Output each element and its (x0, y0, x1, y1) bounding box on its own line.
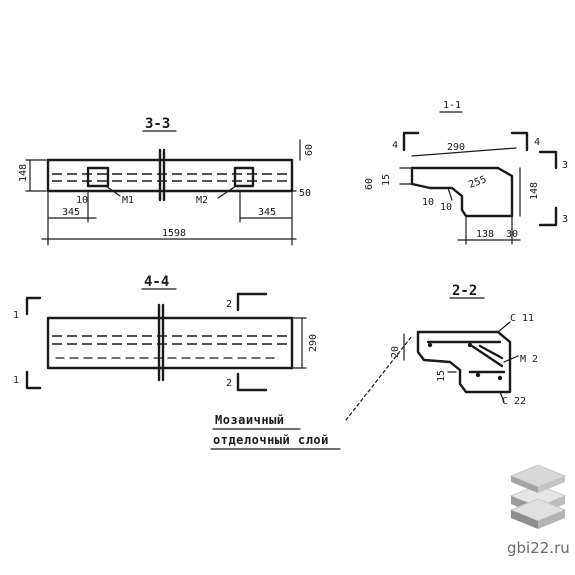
dim-148-label: 148 (529, 182, 540, 200)
dim-right-label: 345 (258, 207, 276, 218)
leader-m2-22 (503, 355, 519, 363)
rebar-dot-3 (475, 372, 481, 378)
embedded-plate-right (233, 166, 255, 188)
cut-marker-4-right (510, 131, 529, 152)
section-4-4-title: 4-4 (144, 274, 169, 290)
watermark: gbi22.ru (507, 464, 570, 557)
rebar-dot-4 (497, 375, 503, 381)
cut-marker-3-bottom (538, 206, 558, 227)
beam-4-4-outline (46, 316, 294, 370)
cut-marker-1-top-label: 1 (13, 310, 19, 321)
note-leader (345, 335, 413, 421)
dim-left-label: 60 (364, 178, 375, 190)
section-2-2: 2-2 С 11 М 2 С 22 20 15 (390, 283, 538, 407)
dim-bot1-label: 10 (422, 197, 434, 208)
cut-marker-3-top (538, 150, 558, 170)
dim-bot2-label: 10 (440, 202, 452, 213)
dim-total-label: 1598 (162, 228, 186, 239)
rebar-dot-1 (427, 342, 433, 348)
cut-marker-1-top (25, 296, 42, 316)
label-m1: М1 (122, 195, 134, 206)
rebar-diag-1 (470, 344, 504, 368)
section-3-3: 3-3 148 60 50 345 345 1598 10 (18, 116, 315, 246)
leader-c11 (497, 321, 511, 333)
beam-2-2-profile (416, 330, 512, 394)
watermark-text: gbi22.ru (507, 539, 570, 557)
section-2-2-title: 2-2 (452, 283, 477, 299)
cut-marker-2-bottom-label: 2 (226, 378, 232, 389)
label-c22: С 22 (502, 396, 526, 407)
cut-marker-2-top (236, 292, 268, 312)
dim-small-label: 10 (76, 195, 88, 206)
dim-left-label: 345 (62, 207, 80, 218)
section-1-1-title: 1-1 (443, 100, 461, 111)
dim-255-label: 255 (467, 174, 488, 191)
dim-line-290 (411, 147, 517, 157)
rebar-diag-2 (478, 344, 504, 360)
beam-1-1-profile (410, 166, 514, 218)
cut-marker-2-top-label: 2 (226, 299, 232, 310)
cut-marker-3-top-label: 3 (562, 160, 568, 171)
label-m2: М2 (196, 195, 208, 206)
cut-marker-4-left (402, 131, 420, 152)
dim-30-label: 30 (506, 229, 518, 240)
note-line-2: отделочный слой (213, 433, 329, 447)
cut-marker-1-bottom (25, 370, 42, 390)
dim-20-label: 20 (390, 346, 401, 358)
leader-c22 (499, 391, 505, 403)
dim-290-44-label: 290 (308, 334, 319, 352)
dim-side-label: 50 (299, 188, 311, 199)
dim-top-label: 60 (304, 144, 315, 156)
cut-marker-3-bottom-label: 3 (562, 214, 568, 225)
leader-m1 (105, 185, 121, 197)
embedded-plate-left (86, 166, 110, 188)
note-line-1: Мозаичный (215, 413, 285, 427)
cut-marker-4-right-label: 4 (534, 137, 540, 148)
dim-small1-label: 15 (381, 174, 392, 186)
leader-m2 (217, 185, 237, 199)
dim-height-label: 148 (18, 164, 29, 182)
label-m2-22: М 2 (520, 354, 538, 365)
dim-138-label: 138 (476, 229, 494, 240)
stack-logo-icon (509, 464, 567, 529)
profile-chamfer (447, 187, 453, 201)
dim-290-label: 290 (447, 142, 465, 153)
cut-marker-2-bottom (236, 372, 268, 392)
label-c11: С 11 (510, 313, 534, 324)
dim-15-label: 15 (436, 370, 447, 382)
cut-marker-4-left-label: 4 (392, 140, 398, 151)
section-1-1: 1-1 4 4 3 3 290 60 15 148 255 10 10 138 … (364, 100, 568, 245)
section-3-3-title: 3-3 (145, 116, 170, 132)
finishing-layer-note: Мозаичный отделочный слой (210, 335, 413, 450)
cut-marker-1-bottom-label: 1 (13, 375, 19, 386)
section-4-4: 4-4 290 1 1 2 2 (13, 274, 319, 392)
beam-3-3-outline (46, 158, 294, 193)
